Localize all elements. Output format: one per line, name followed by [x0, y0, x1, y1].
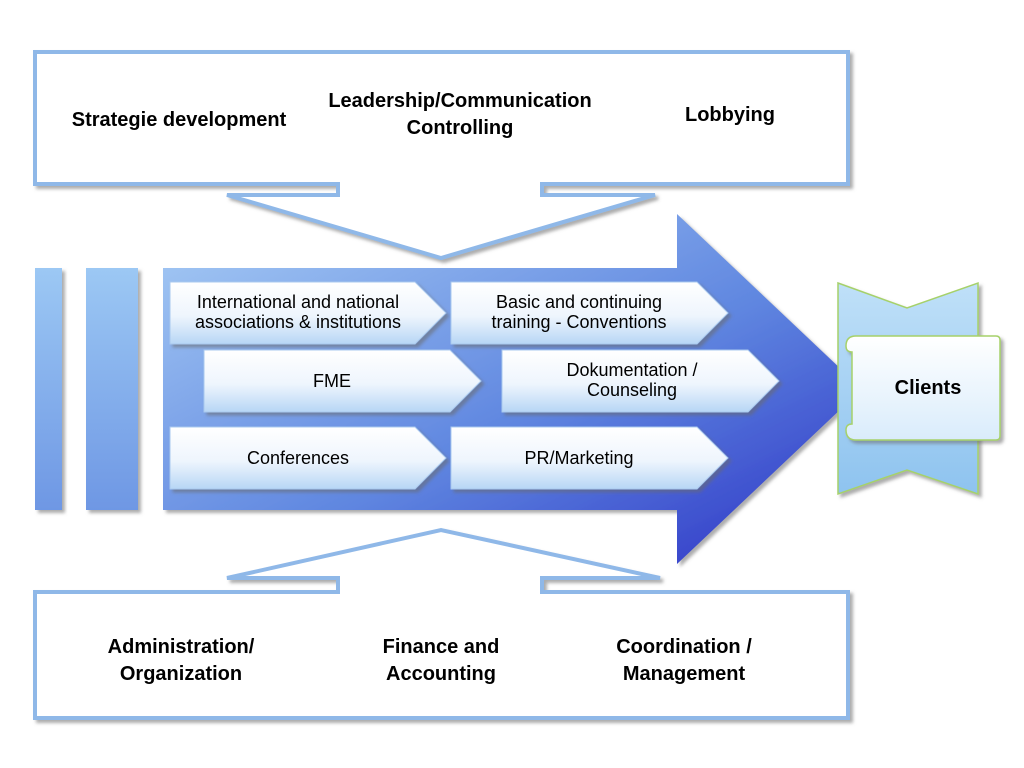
clients-scroll: [845, 335, 1001, 441]
administration-label: Administration/ Organization: [107, 636, 255, 685]
chevron-conferences: [169, 426, 447, 490]
bottom-panel: [33, 527, 850, 720]
chevron-documentation: [501, 349, 780, 413]
activity-chevrons: [169, 281, 780, 490]
chevron-training: [450, 281, 729, 345]
associations-label: International and national associations …: [194, 292, 402, 332]
chevron-pr-marketing: [450, 426, 729, 490]
clients-shape: [837, 281, 1001, 496]
documentation-label: Dokumentation / Counseling: [566, 360, 698, 400]
leadership-label: Leadership/Communication Controlling: [328, 90, 592, 139]
clients-label: Clients: [894, 377, 962, 399]
training-label: Basic and continuing training - Conventi…: [491, 292, 667, 332]
fme-label: FME: [313, 371, 351, 391]
coordination-label: Coordination / Management: [616, 636, 752, 685]
conferences-label: Conferences: [246, 448, 350, 468]
pr-marketing-label: PR/Marketing: [524, 448, 634, 468]
strategy-label: Strategie development: [71, 109, 287, 131]
left-bar-2: [86, 268, 138, 510]
chevron-fme: [203, 349, 482, 413]
left-bar-1: [35, 268, 62, 510]
top-panel: [33, 50, 850, 261]
finance-label: Finance and Accounting: [382, 636, 500, 685]
chevron-associations: [169, 281, 447, 345]
lobbying-label: Lobbying: [685, 104, 775, 126]
